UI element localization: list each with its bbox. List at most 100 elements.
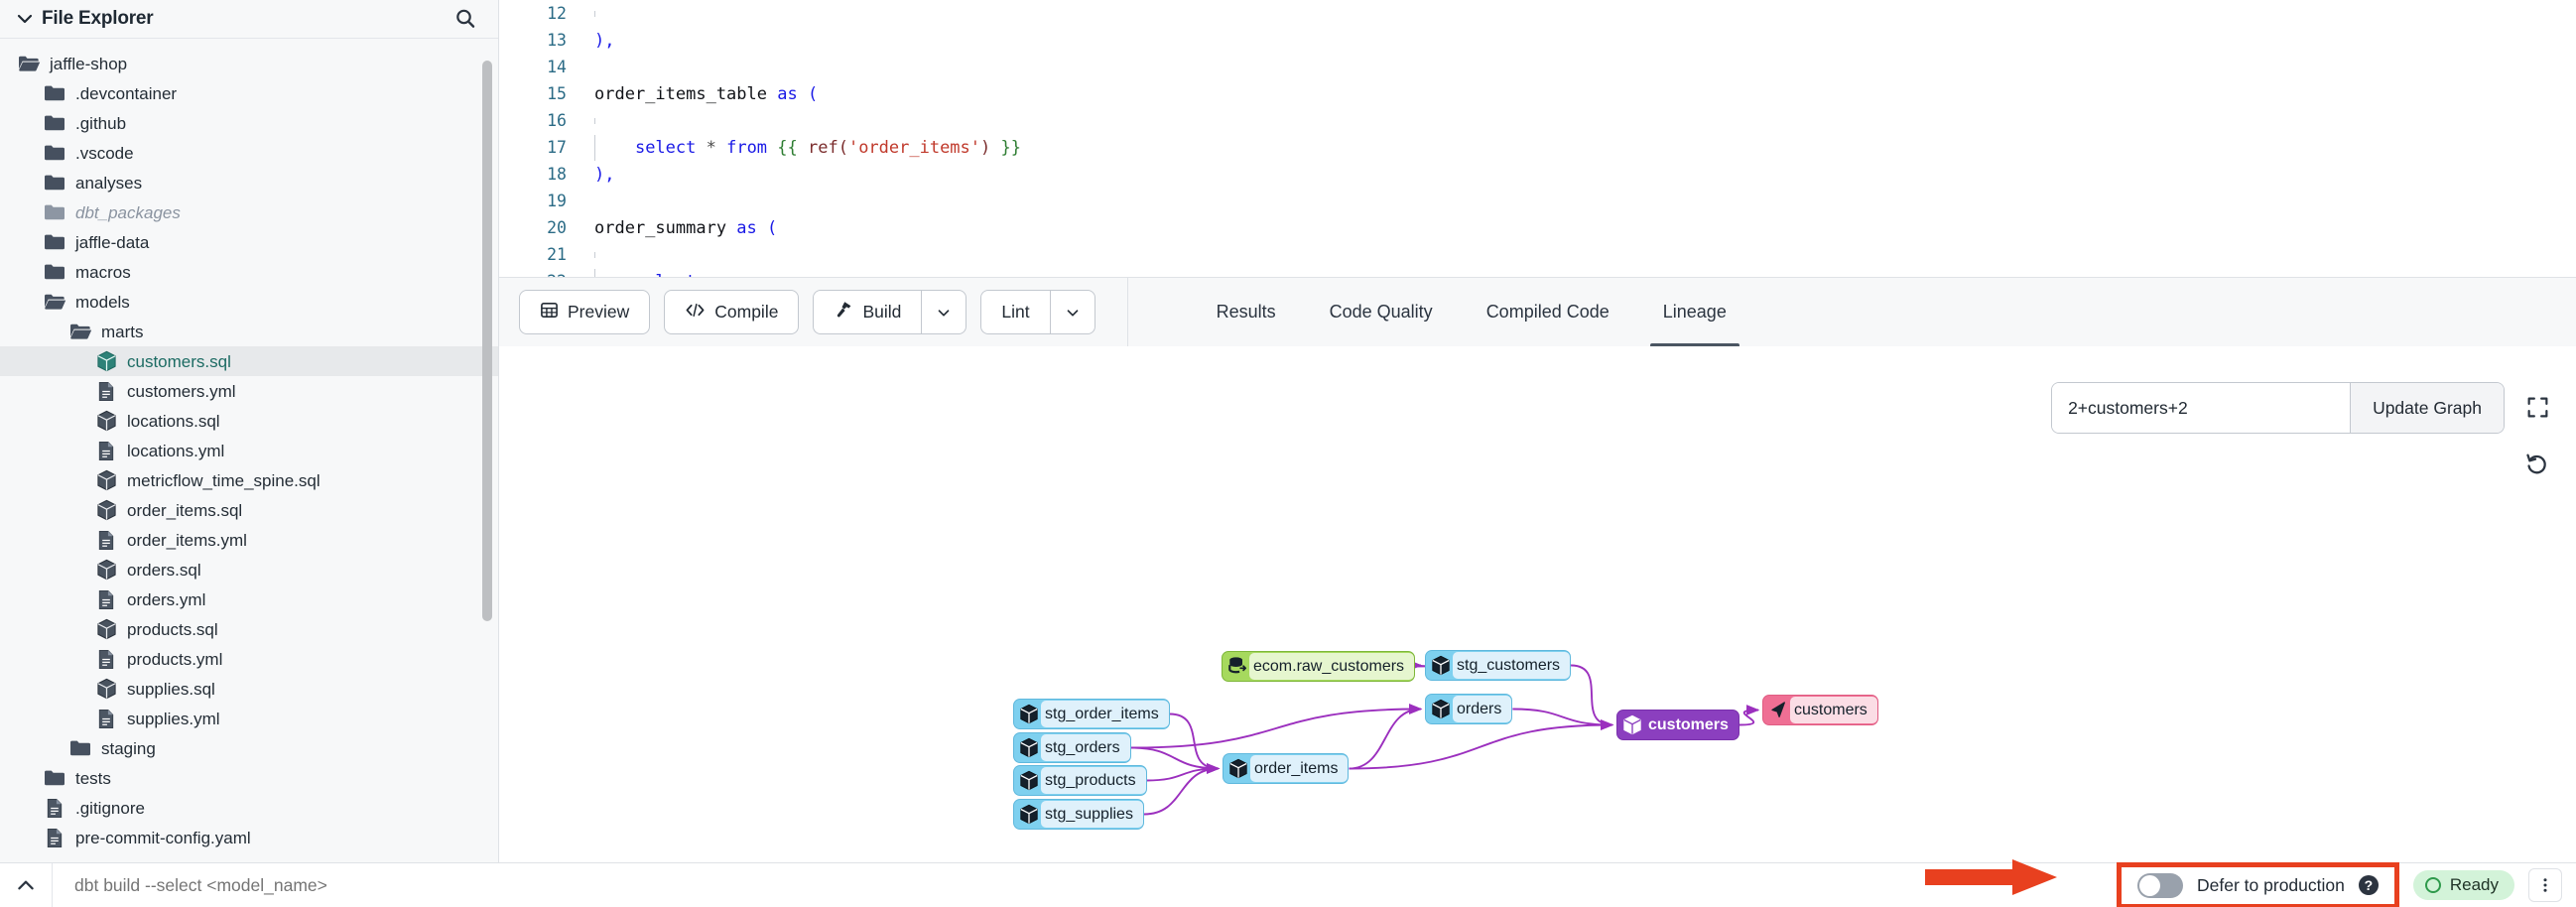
file-tree-item[interactable]: products.sql xyxy=(0,614,498,644)
file-tree-item-label: pre-commit-config.yaml xyxy=(75,828,251,847)
compile-button[interactable]: Compile xyxy=(664,290,800,334)
file-tree-item[interactable]: pre-commit-config.yaml xyxy=(0,823,498,852)
folder-icon xyxy=(42,172,67,194)
file-tree-item[interactable]: .gitignore xyxy=(0,793,498,823)
file-tree-item[interactable]: customers.yml xyxy=(0,376,498,406)
lineage-node-stg-supplies[interactable]: stg_supplies xyxy=(1013,799,1144,830)
lineage-edge xyxy=(1349,704,1423,770)
search-icon[interactable] xyxy=(451,4,480,34)
chevron-down-icon[interactable] xyxy=(14,8,36,30)
lineage-graph-canvas[interactable]: ecom.raw_customers stg_customers stg_order… xyxy=(499,346,2576,862)
lineage-node-customers-exposure[interactable]: customers xyxy=(1762,695,1878,725)
file-tree-item[interactable]: orders.yml xyxy=(0,584,498,614)
file-tree-item[interactable]: jaffle-shop xyxy=(0,49,498,78)
lint-button[interactable]: Lint xyxy=(980,290,1050,334)
file-tree-item[interactable]: .vscode xyxy=(0,138,498,168)
line-number: 15 xyxy=(547,84,567,103)
line-number: 16 xyxy=(547,111,567,130)
file-tree-item[interactable]: products.yml xyxy=(0,644,498,674)
file-tree-item[interactable]: tests xyxy=(0,763,498,793)
indent-guide xyxy=(594,117,595,124)
lineage-node-stg-orders[interactable]: stg_orders xyxy=(1013,732,1131,763)
line-number: 20 xyxy=(547,218,567,237)
tab-code-quality[interactable]: Code Quality xyxy=(1303,278,1460,347)
file-tree-item-label: supplies.yml xyxy=(127,709,220,728)
tab-lineage[interactable]: Lineage xyxy=(1636,278,1753,347)
action-buttons: Preview Compile Build xyxy=(519,290,1095,334)
main-workspace: File Explorer jaffle-shop.devcontainer.g… xyxy=(0,0,2576,862)
lineage-node-stg-customers[interactable]: stg_customers xyxy=(1425,650,1572,681)
file-tree-item-label: models xyxy=(75,292,130,312)
file-tree-item[interactable]: locations.yml xyxy=(0,436,498,465)
code-token: order_items_table xyxy=(594,83,778,104)
file-tree-item[interactable]: jaffle-data xyxy=(0,227,498,257)
question-mark-icon[interactable]: ? xyxy=(2358,875,2379,895)
indent-guide xyxy=(594,268,595,277)
file-tree-item[interactable]: analyses xyxy=(0,168,498,197)
tab-compiled-code[interactable]: Compiled Code xyxy=(1460,278,1636,347)
preview-button-label: Preview xyxy=(568,302,630,322)
code-token: ( xyxy=(807,83,819,104)
line-number: 19 xyxy=(547,192,567,210)
lineage-node-label: customers xyxy=(1790,697,1877,723)
defer-to-production-toggle[interactable] xyxy=(2137,872,2184,898)
file-tree-item[interactable]: order_items.sql xyxy=(0,495,498,525)
file-tree-item[interactable]: orders.sql xyxy=(0,555,498,584)
sidebar-scrollbar-thumb[interactable] xyxy=(482,61,492,621)
code-token xyxy=(594,138,635,158)
lineage-node-orders[interactable]: orders xyxy=(1425,694,1513,724)
file-tree-item[interactable]: macros xyxy=(0,257,498,287)
file-tree-item-label: locations.sql xyxy=(127,411,220,431)
file-icon xyxy=(42,797,67,819)
file-tree-item[interactable]: supplies.sql xyxy=(0,674,498,704)
update-graph-button[interactable]: Update Graph xyxy=(2350,383,2504,433)
file-tree-item[interactable]: marts xyxy=(0,317,498,346)
code-line: 17 select * from {{ ref('order_items') }… xyxy=(499,134,2576,161)
graph-selector-input[interactable] xyxy=(2052,383,2351,433)
tab-label: Lineage xyxy=(1662,302,1727,322)
model-cube-icon xyxy=(1620,713,1644,737)
toolbar-divider xyxy=(1126,277,1128,347)
tab-results[interactable]: Results xyxy=(1190,278,1303,347)
command-input[interactable] xyxy=(52,862,2118,907)
lineage-node-order-items[interactable]: order_items xyxy=(1223,753,1350,784)
code-text: ), xyxy=(588,165,614,185)
model-cube-icon xyxy=(1017,803,1041,827)
file-tree-item[interactable]: models xyxy=(0,287,498,317)
preview-button[interactable]: Preview xyxy=(519,290,651,334)
chevron-up-icon[interactable] xyxy=(0,874,52,896)
lineage-node-stg-order-items[interactable]: stg_order_items xyxy=(1013,699,1170,729)
line-number: 18 xyxy=(547,165,567,184)
lineage-node-ecom-raw-customers[interactable]: ecom.raw_customers xyxy=(1222,651,1416,682)
lint-dropdown-button[interactable] xyxy=(1049,290,1095,334)
graph-view-icons xyxy=(2520,382,2554,481)
lineage-node-label: stg_products xyxy=(1041,767,1146,794)
code-token: as xyxy=(777,83,808,104)
code-text: ), xyxy=(588,31,614,51)
file-tree-item[interactable]: order_items.yml xyxy=(0,525,498,555)
reset-rotate-icon[interactable] xyxy=(2520,448,2554,481)
file-explorer-sidebar: File Explorer jaffle-shop.devcontainer.g… xyxy=(0,0,499,862)
file-tree-item[interactable]: metricflow_time_spine.sql xyxy=(0,465,498,495)
build-dropdown-button[interactable] xyxy=(921,290,967,334)
file-tree-item[interactable]: dbt_packages xyxy=(0,197,498,227)
code-line: 19 xyxy=(499,188,2576,214)
lineage-edge xyxy=(1512,708,1614,730)
file-tree-item[interactable]: locations.sql xyxy=(0,406,498,436)
file-tree-item[interactable]: staging xyxy=(0,733,498,763)
file-tree-item[interactable]: customers.sql xyxy=(0,346,498,376)
expand-fullscreen-icon[interactable] xyxy=(2520,390,2554,424)
more-vertical-icon[interactable] xyxy=(2528,868,2562,902)
folder-icon xyxy=(67,737,93,759)
sidebar-scrollbar[interactable] xyxy=(480,45,494,640)
code-text: order_items_table as ( xyxy=(588,84,818,104)
file-tree-item[interactable]: .github xyxy=(0,108,498,138)
file-tree-item[interactable]: supplies.yml xyxy=(0,704,498,733)
model-cube-icon xyxy=(1429,698,1453,721)
indent-guide xyxy=(594,10,595,17)
lineage-node-stg-products[interactable]: stg_products xyxy=(1013,765,1147,796)
build-button[interactable]: Build xyxy=(813,290,922,334)
file-tree-item[interactable]: .devcontainer xyxy=(0,78,498,108)
lineage-node-customers-model[interactable]: customers xyxy=(1616,710,1739,740)
